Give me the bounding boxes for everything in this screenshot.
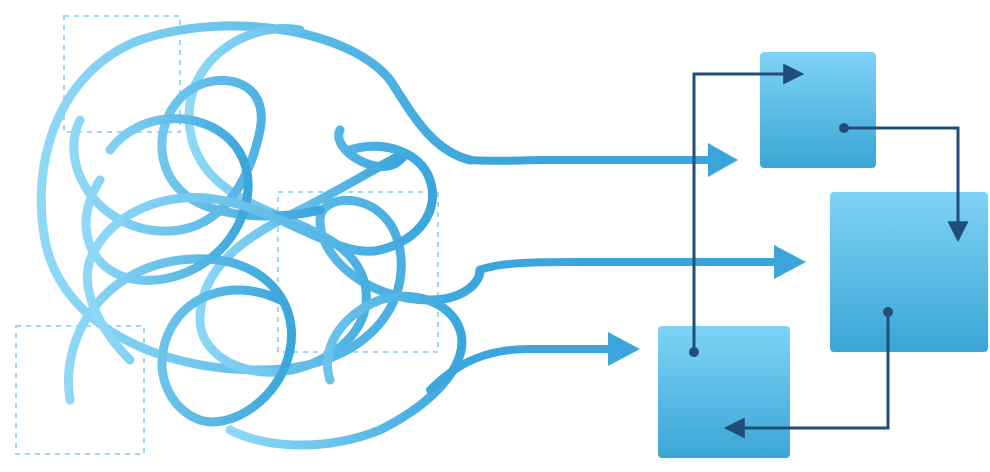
- connector-dot: [839, 123, 849, 133]
- flow-arrow-bottom: [426, 345, 614, 394]
- connector-top-to-right: [844, 126, 969, 243]
- connector-right-to-bottom: [723, 312, 890, 439]
- connector-dots: [689, 123, 893, 357]
- tangled-line-icon: [64, 254, 296, 427]
- process-box-right: [830, 192, 988, 352]
- tangled-lines: [36, 21, 485, 450]
- dashed-outline-bottom-left: [15, 325, 145, 455]
- flow-arrow-middle: [476, 258, 779, 274]
- connector-bottom-to-top: [692, 63, 805, 352]
- connectors: [692, 63, 969, 439]
- connector-dot: [883, 307, 893, 317]
- arrow-right-icon: [608, 332, 640, 366]
- flow-arrow-top: [466, 156, 714, 165]
- process-boxes: [658, 52, 988, 458]
- connector-dot: [689, 347, 699, 357]
- arrow-right-icon: [708, 143, 738, 177]
- flow-arrows: [426, 156, 779, 394]
- process-box-top: [760, 52, 876, 168]
- flow-arrowheads: [608, 143, 806, 366]
- dashed-outline-center: [277, 191, 439, 353]
- tangled-line-icon: [225, 291, 467, 450]
- arrow-right-icon: [774, 245, 806, 279]
- tangled-line-icon: [36, 21, 485, 375]
- tangled-line-icon: [184, 24, 409, 377]
- tangled-line-icon: [82, 141, 438, 365]
- process-box-bottom: [658, 326, 790, 458]
